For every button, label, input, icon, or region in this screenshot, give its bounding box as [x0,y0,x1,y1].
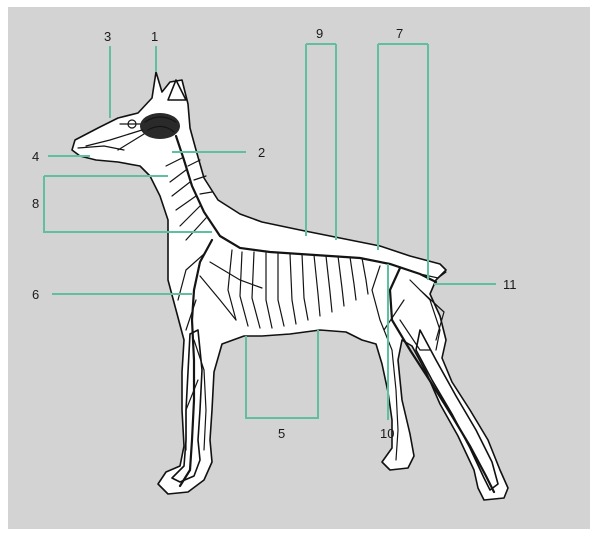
label-11: 11 [503,277,517,292]
label-4: 4 [32,149,39,164]
label-10: 10 [380,426,394,441]
leader-9 [306,44,336,240]
dog-body-outline [72,72,508,500]
label-3: 3 [104,29,111,44]
label-1: 1 [151,29,158,44]
leader-5 [246,330,318,418]
label-5: 5 [278,426,285,441]
label-9: 9 [316,26,323,41]
label-8: 8 [32,196,39,211]
label-6: 6 [32,287,39,302]
label-7: 7 [396,26,403,41]
far-hind-leg [416,330,498,490]
leader-7 [378,44,428,280]
label-2: 2 [258,145,265,160]
dog-silhouette [72,72,508,500]
